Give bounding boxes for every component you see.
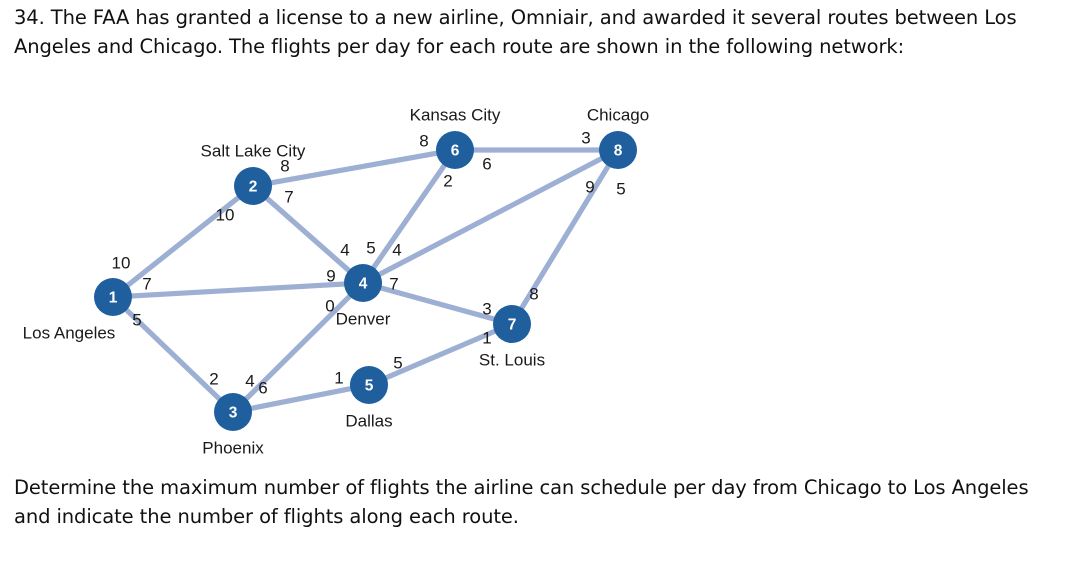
edge-4-6 (370, 161, 448, 272)
edge-capacity-6-to-4: 2 (443, 172, 452, 191)
edge-1-4 (127, 281, 349, 299)
edge-1-3 (122, 306, 224, 403)
node-1 (94, 278, 132, 316)
edge-capacity-4-to-3: 0 (325, 297, 334, 316)
node-id-label-5: 5 (365, 378, 374, 395)
node-id-label-6: 6 (451, 143, 460, 160)
edge-capacity-3-to-5: 6 (258, 379, 267, 398)
node-city-label-2: Salt Lake City (201, 142, 306, 161)
edge-capacity-2-to-4: 7 (284, 188, 293, 207)
node-id-label-7: 7 (508, 317, 517, 334)
node-5 (350, 366, 388, 404)
node-id-label-8: 8 (614, 143, 623, 160)
edge-capacity-4-to-7: 7 (389, 275, 398, 294)
edge-1-2 (123, 193, 243, 290)
edge-capacity-2-to-6: 8 (280, 157, 289, 176)
node-city-label-4: Denver (336, 310, 391, 329)
edge-7-8 (518, 161, 612, 313)
node-city-label-7: St. Louis (479, 351, 545, 370)
edge-4-8 (375, 155, 606, 278)
edge-4-3 (242, 292, 354, 403)
node-city-label-1: Los Angeles (23, 324, 116, 343)
edge-capacity-2-to-1: 10 (216, 206, 235, 225)
node-7 (493, 305, 531, 343)
node-city-label-8: Chicago (587, 106, 649, 125)
edge-capacity-7-to-5: 1 (482, 329, 491, 348)
edge-capacity-1-to-4: 7 (142, 275, 151, 294)
edge-capacity-4-to-2: 4 (340, 241, 349, 260)
node-city-label-3: Phoenix (202, 439, 264, 458)
edge-4-7 (376, 284, 499, 323)
node-id-label-2: 2 (249, 179, 258, 196)
edge-capacity-7-to-4: 3 (482, 300, 491, 319)
node-id-label-3: 3 (229, 405, 238, 422)
edge-capacity-4-to-6: 5 (366, 239, 375, 258)
node-id-label-4: 4 (359, 276, 368, 293)
edge-capacity-8-to-4: 9 (585, 178, 594, 197)
edge-capacity-1-to-3: 5 (132, 311, 141, 330)
node-id-label-1: 1 (109, 290, 118, 307)
node-2 (234, 167, 272, 205)
edge-capacity-4-to-1: 9 (326, 267, 335, 286)
edge-capacity-5-to-7: 5 (393, 354, 402, 373)
node-4 (344, 264, 382, 302)
edge-capacity-7-to-8: 8 (529, 285, 538, 304)
problem-closing-text: Determine the maximum number of flights … (14, 476, 1029, 528)
edge-capacity-3-to-4: 4 (245, 372, 254, 391)
edge-2-6 (267, 150, 441, 186)
node-6 (436, 131, 474, 169)
edges-group (122, 147, 612, 412)
edge-capacity-4-to-8: 4 (392, 241, 401, 260)
node-city-label-6: Kansas City (410, 106, 501, 125)
edge-capacity-5-to-3: 1 (334, 369, 343, 388)
node-8 (599, 131, 637, 169)
edge-2-4 (263, 194, 353, 275)
edge-3-5 (247, 385, 355, 412)
problem-intro-text: 34. The FAA has granted a license to a n… (14, 6, 1017, 58)
edge-capacity-6-to-2: 8 (419, 132, 428, 151)
node-3 (214, 393, 252, 431)
edge-capacity-6-to-8: 6 (482, 155, 491, 174)
edge-5-7 (382, 328, 499, 381)
node-city-label-5: Dallas (345, 412, 392, 431)
edge-capacity-8-to-6: 3 (581, 129, 590, 148)
edge-capacity-1-to-2: 10 (112, 254, 131, 273)
edge-capacity-8-to-7: 5 (616, 180, 625, 199)
edge-capacity-3-to-1: 2 (209, 370, 218, 389)
